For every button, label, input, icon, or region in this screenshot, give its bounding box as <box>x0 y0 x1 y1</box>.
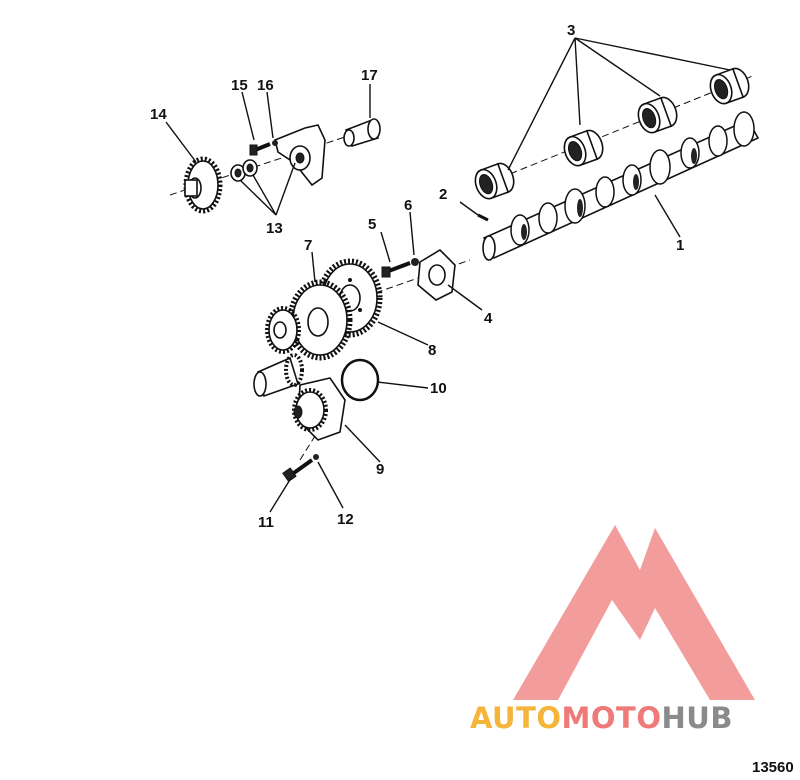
centerlines <box>169 74 756 461</box>
thrust-plate <box>417 248 456 301</box>
callout-13: 13 <box>266 220 283 237</box>
callout-6: 6 <box>404 197 412 214</box>
callout-11: 11 <box>258 514 274 531</box>
callout-1: 1 <box>676 237 684 254</box>
callout-16: 16 <box>257 77 274 94</box>
automotohub-wordmark: AUTOMOTOHUB <box>470 701 733 735</box>
woodruff-key <box>477 213 489 222</box>
bushings <box>230 159 258 182</box>
figure-number: 13560 <box>752 759 794 776</box>
callout-10: 10 <box>430 380 447 397</box>
idler-gear-upper <box>183 156 223 214</box>
bolt-5 <box>381 261 411 278</box>
idler-gear <box>287 279 353 361</box>
callout-2: 2 <box>439 186 447 203</box>
washer-16 <box>272 140 278 146</box>
leader-lines <box>165 37 731 513</box>
bolt-11 <box>282 458 314 483</box>
crank-gear <box>265 306 301 354</box>
o-ring <box>340 358 380 402</box>
gear-housing <box>292 377 346 441</box>
automotohub-logo <box>513 525 755 700</box>
wordmark-hub: HUB <box>662 701 733 735</box>
callouts: 1 2 3 4 5 6 7 8 9 10 11 12 13 14 15 16 1… <box>150 22 684 531</box>
wordmark-auto: AUTO <box>470 701 562 735</box>
callout-9: 9 <box>376 461 384 478</box>
callout-3: 3 <box>567 22 575 39</box>
washer-6 <box>411 258 419 266</box>
camshaft <box>482 111 760 261</box>
idler-shaft <box>343 118 381 147</box>
cam-bearings <box>474 67 750 200</box>
callout-7: 7 <box>304 237 312 254</box>
bolt-15 <box>249 142 271 156</box>
callout-5: 5 <box>368 216 376 233</box>
washer-12 <box>313 454 319 460</box>
callout-14: 14 <box>150 106 167 123</box>
callout-12: 12 <box>337 511 354 528</box>
idler-bracket <box>274 124 326 187</box>
wordmark-moto: MOTO <box>562 701 662 735</box>
logo-triangle <box>513 525 755 700</box>
crank-shaft-stub <box>253 353 304 398</box>
callout-4: 4 <box>484 310 493 327</box>
callout-15: 15 <box>231 77 248 94</box>
callout-8: 8 <box>428 342 436 359</box>
callout-17: 17 <box>361 67 378 84</box>
logo-inner-mark <box>582 610 640 668</box>
